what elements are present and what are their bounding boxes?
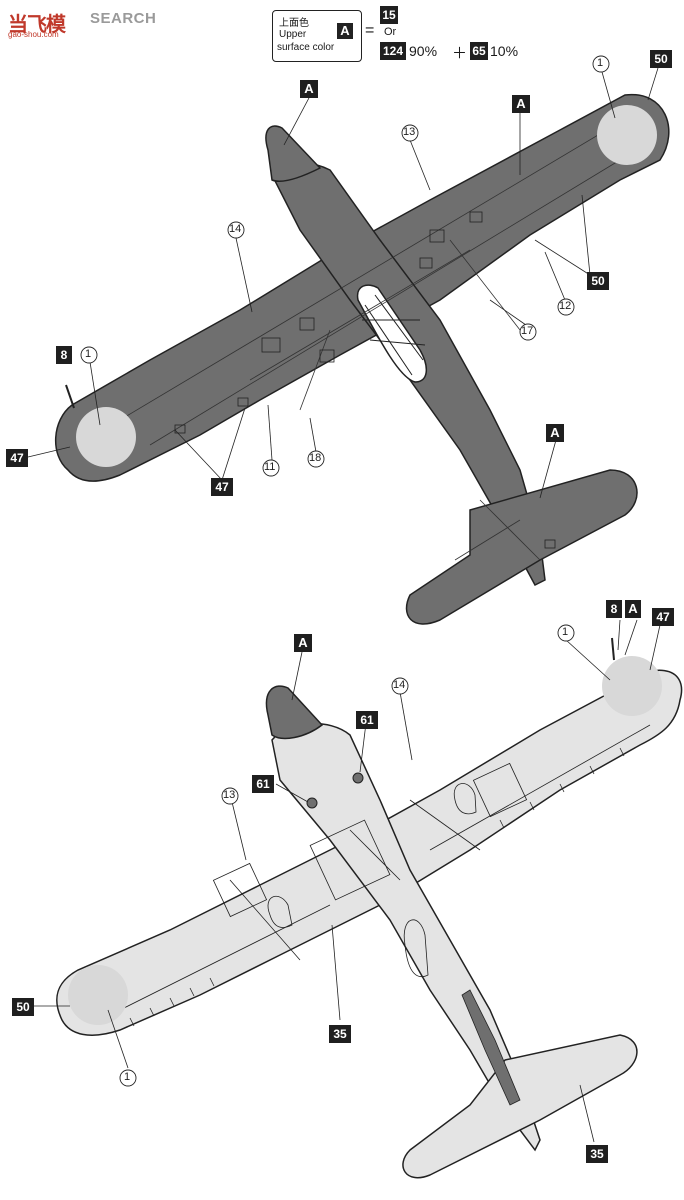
badge-61-top-lower: 61	[356, 711, 378, 729]
upper-hinomaru-left	[76, 407, 136, 467]
badge-50-top-upper: 50	[650, 50, 672, 68]
upper-hinomaru-right	[597, 105, 657, 165]
legend-label-cn: 上面色	[279, 18, 309, 29]
badge-47-lower: 47	[652, 608, 674, 626]
badge-50-mid-upper: 50	[587, 272, 609, 290]
callout-1-upper-left: 1	[85, 348, 92, 360]
lower-cowl	[265, 685, 324, 740]
legend-equals: =	[365, 22, 375, 39]
badge-8-lower: 8	[606, 600, 622, 618]
callout-1-upper-right: 1	[597, 57, 604, 69]
callout-17-upper: 17	[521, 325, 534, 337]
callout-18-upper: 18	[309, 452, 322, 464]
callout-1-lower-right: 1	[562, 626, 569, 638]
lower-stabilizer	[402, 1034, 638, 1179]
watermark-url: gao-shou.com	[8, 30, 59, 39]
badge-a-tail-upper: A	[546, 424, 564, 442]
watermark-brand: SEARCH	[90, 10, 157, 27]
badge-35-center-lower: 35	[329, 1025, 351, 1043]
callout-14-lower: 14	[393, 679, 406, 691]
badge-61-left-lower: 61	[252, 775, 274, 793]
upper-leader-lines	[27, 67, 659, 499]
callout-13-upper: 13	[403, 126, 416, 138]
upper-cowl	[265, 125, 322, 182]
upper-callout-circles	[80, 55, 610, 477]
legend-label-en-2: surface color	[277, 42, 335, 53]
lower-hinomaru-left	[68, 965, 128, 1025]
watermark: 当飞模 SEARCH gao-shou.com	[4, 4, 174, 42]
legend-plus: ＋	[452, 45, 468, 62]
badge-35-tail-lower: 35	[586, 1145, 608, 1163]
badge-8-upper: 8	[56, 346, 72, 364]
color-code-124: 124	[380, 42, 406, 60]
lower-view-aircraft	[56, 637, 683, 1179]
upper-view-aircraft	[55, 93, 670, 625]
upper-surface-legend: 上面色 Upper surface color A	[272, 10, 362, 62]
color-code-15: 15	[380, 6, 398, 24]
mix-b-percent: 10%	[490, 43, 519, 59]
lower-exhaust-top	[352, 772, 364, 784]
lower-exhaust-left	[306, 797, 318, 809]
badge-a-nose-lower: A	[294, 634, 312, 652]
lower-pitot	[611, 637, 615, 661]
mix-a-percent: 90%	[409, 43, 438, 59]
badge-47-left-upper: 47	[6, 449, 28, 467]
callout-12-upper: 12	[559, 300, 572, 312]
lower-rear-stripe	[461, 989, 521, 1106]
callout-14-upper: 14	[229, 223, 242, 235]
watermark-logo: 当飞模	[8, 14, 66, 36]
badge-47-bottom-upper: 47	[211, 478, 233, 496]
badge-a-nose-upper: A	[300, 80, 318, 98]
callout-1-lower-left: 1	[124, 1071, 131, 1083]
badge-50-lower: 50	[12, 998, 34, 1016]
upper-pitot	[65, 384, 75, 409]
legend-symbol: A	[337, 23, 353, 39]
badge-a-tip-lower: A	[625, 600, 641, 618]
callout-11-upper: 11	[264, 461, 276, 473]
badge-a-wing-upper: A	[512, 95, 530, 113]
upper-canopy	[356, 284, 427, 383]
legend-or: Or	[384, 26, 397, 38]
callout-13-lower: 13	[223, 789, 236, 801]
lower-callout-circles	[119, 624, 575, 1087]
legend-label-en-1: Upper	[279, 29, 307, 40]
lower-hinomaru-right	[602, 656, 662, 716]
lower-leader-lines	[34, 619, 661, 1143]
color-code-65: 65	[470, 42, 488, 60]
